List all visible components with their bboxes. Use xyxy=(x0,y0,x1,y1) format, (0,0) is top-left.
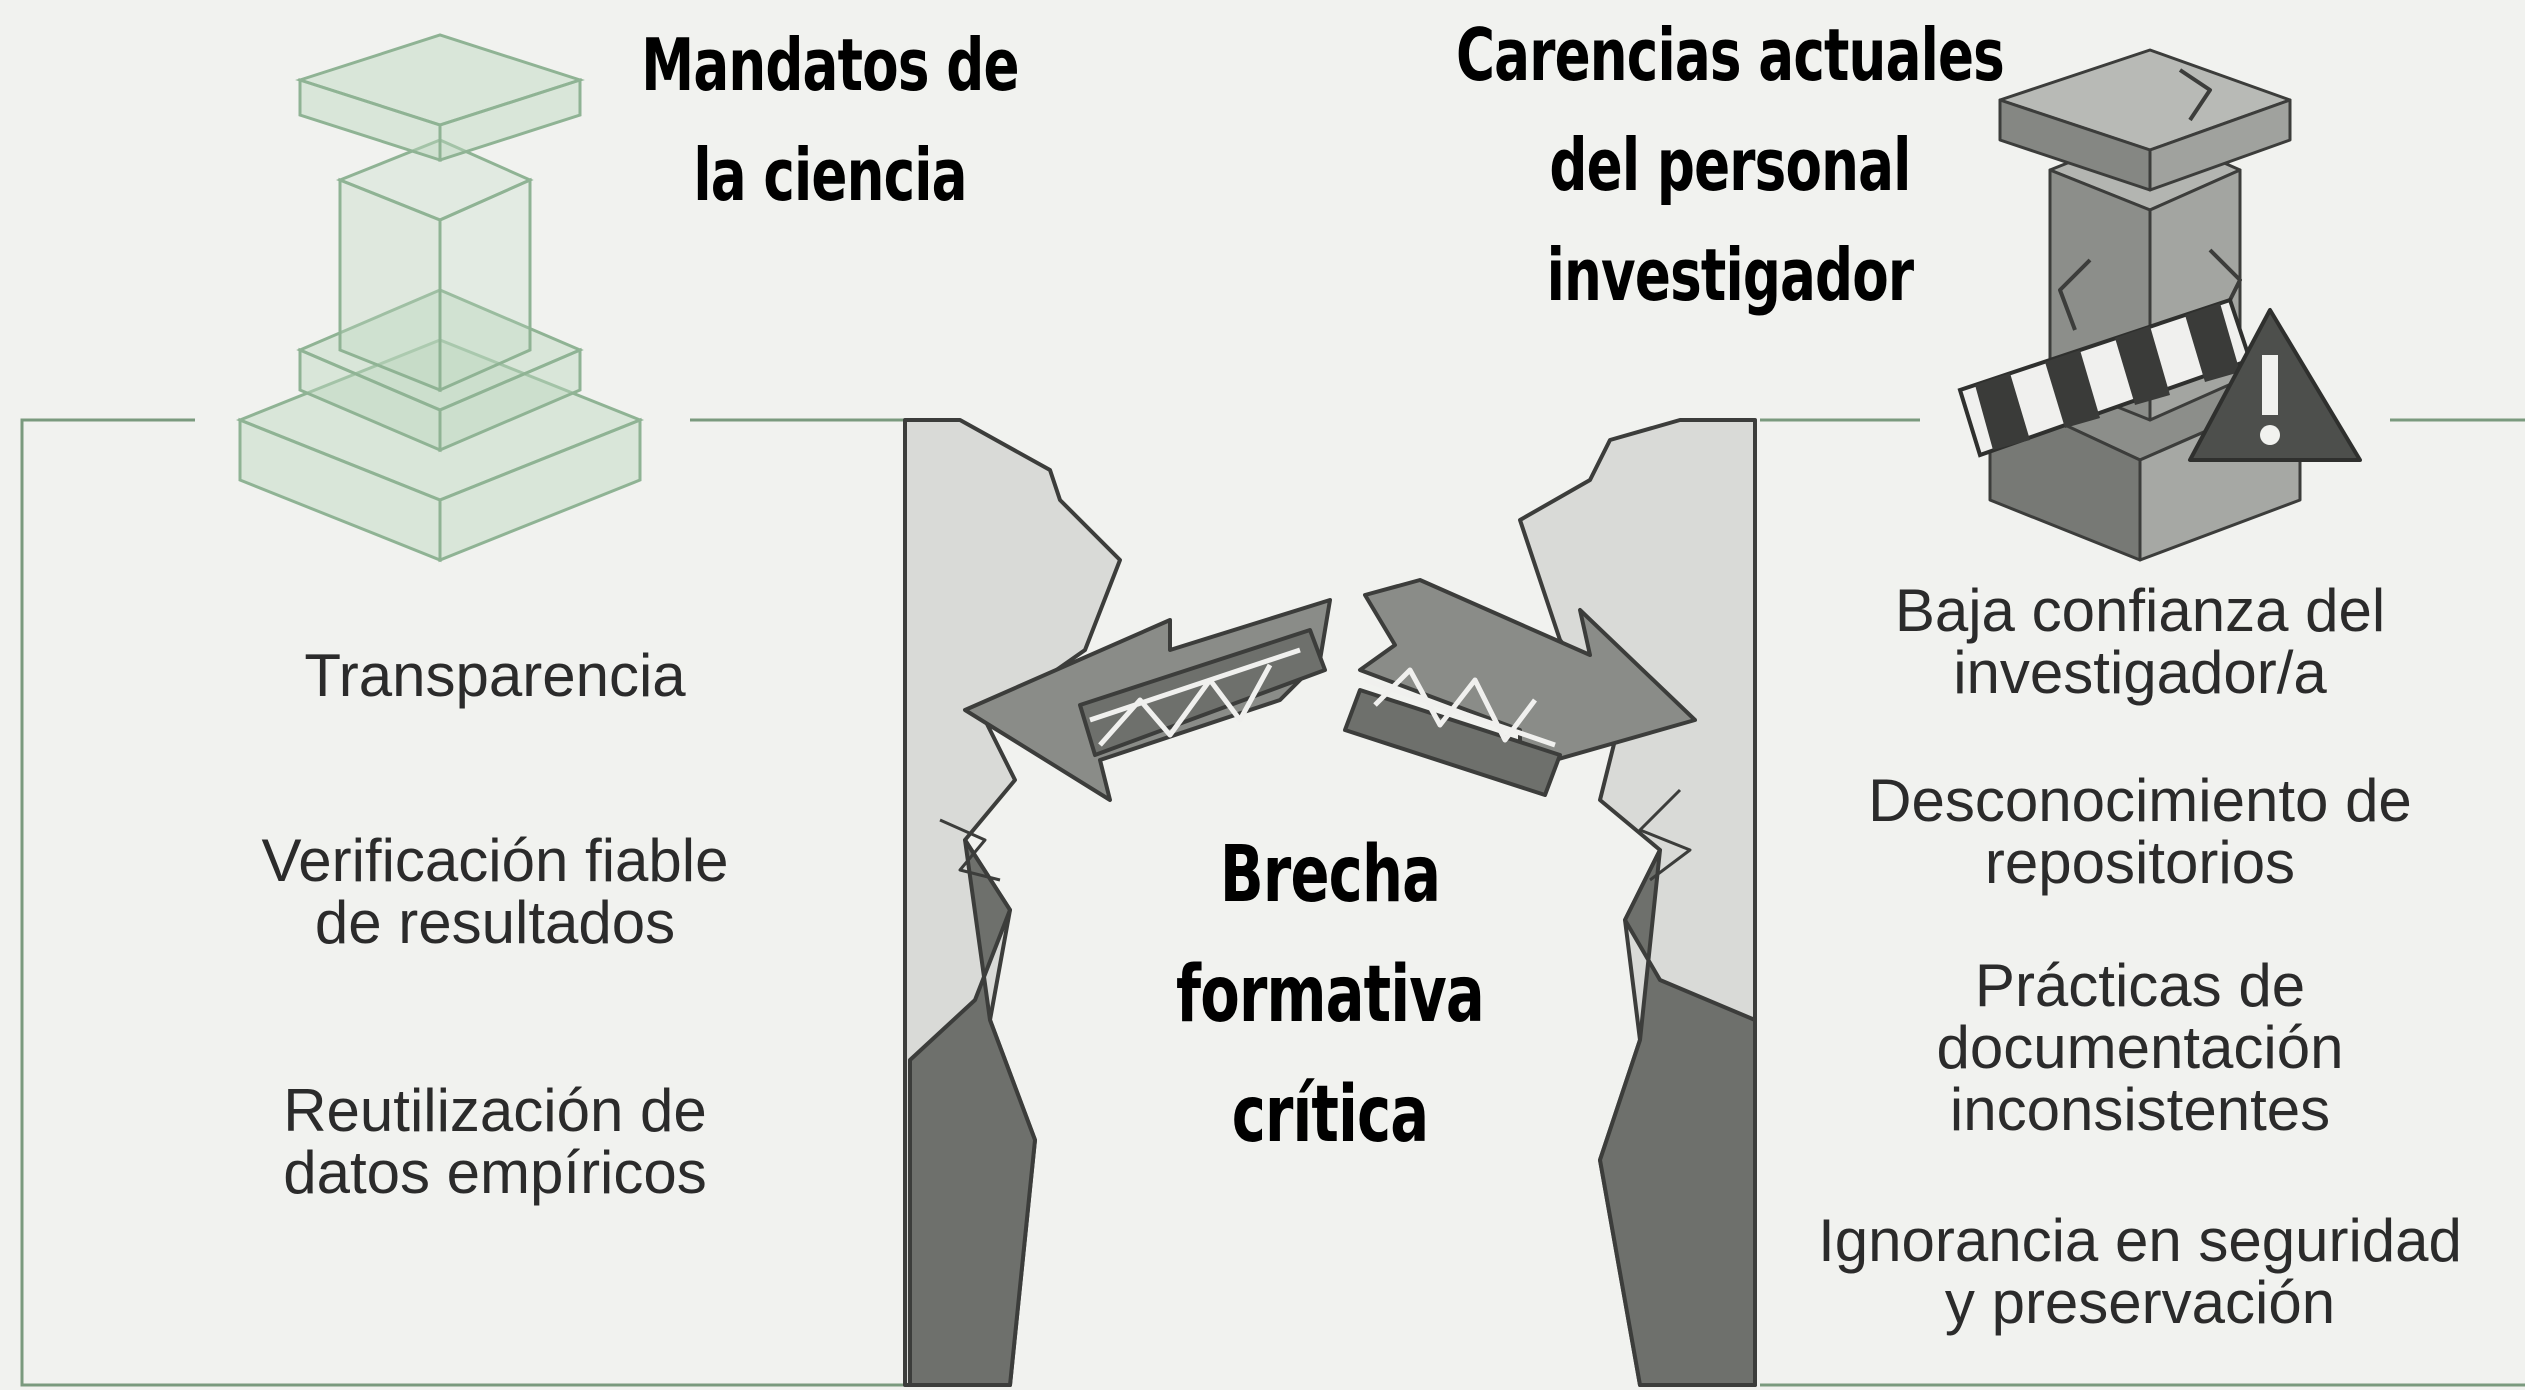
title-line: formativa xyxy=(1176,950,1485,1040)
glass-pillar-icon xyxy=(235,33,645,563)
title-line: Mandatos de xyxy=(641,23,1019,107)
title-mandatos: Mandatos de la ciencia xyxy=(559,10,1100,230)
item-line: Transparencia xyxy=(304,642,686,709)
broken-bridge-arrow-right-icon xyxy=(1343,578,1697,797)
right-cliff xyxy=(1518,418,1757,1387)
item-line: investigador/a xyxy=(1953,639,2327,706)
title-line: Brecha xyxy=(1219,830,1441,920)
item-line: Prácticas de xyxy=(1974,952,2306,1019)
right-item-desconocimiento: Desconocimiento de repositorios xyxy=(1760,770,2520,894)
frame-lines xyxy=(20,418,2525,1387)
item-line: Desconocimiento de xyxy=(1868,767,2412,834)
title-brecha: Brecha formativa crítica xyxy=(1125,815,1535,1175)
broken-bridge-arrow-left-icon xyxy=(963,598,1332,802)
item-line: Verificación fiable xyxy=(261,827,729,894)
item-line: Baja confianza del xyxy=(1894,577,2386,644)
title-line: Carencias actuales xyxy=(1456,13,2005,97)
right-item-baja-confianza: Baja confianza del investigador/a xyxy=(1760,580,2520,704)
warning-triangle-icon xyxy=(2188,308,2362,462)
item-line: datos empíricos xyxy=(283,1139,707,1206)
left-item-reutilizacion: Reutilización de datos empíricos xyxy=(170,1080,820,1204)
barricade-stripe-icon xyxy=(1957,297,2253,458)
left-item-transparencia: Transparencia xyxy=(170,645,820,707)
right-item-practicas: Prácticas de documentación inconsistente… xyxy=(1760,955,2520,1141)
item-line: Reutilización de xyxy=(283,1077,707,1144)
item-line: inconsistentes xyxy=(1949,1076,2331,1143)
title-line: la ciencia xyxy=(693,133,967,217)
left-item-verificacion: Verificación fiable de resultados xyxy=(170,830,820,954)
item-line: documentación xyxy=(1936,1014,2344,1081)
item-line: repositorios xyxy=(1984,829,2296,896)
title-line: crítica xyxy=(1231,1070,1429,1160)
title-line: investigador xyxy=(1546,233,1914,317)
title-line: del personal xyxy=(1549,123,1911,207)
item-line: Ignorancia en seguridad xyxy=(1818,1207,2462,1274)
item-line: de resultados xyxy=(314,889,676,956)
right-item-ignorancia: Ignorancia en seguridad y preservación xyxy=(1760,1210,2520,1334)
left-frame xyxy=(20,418,905,1387)
item-line: y preservación xyxy=(1944,1269,2336,1336)
left-cliff xyxy=(903,418,1122,1387)
title-carencias: Carencias actuales del personal investig… xyxy=(1377,0,2082,330)
